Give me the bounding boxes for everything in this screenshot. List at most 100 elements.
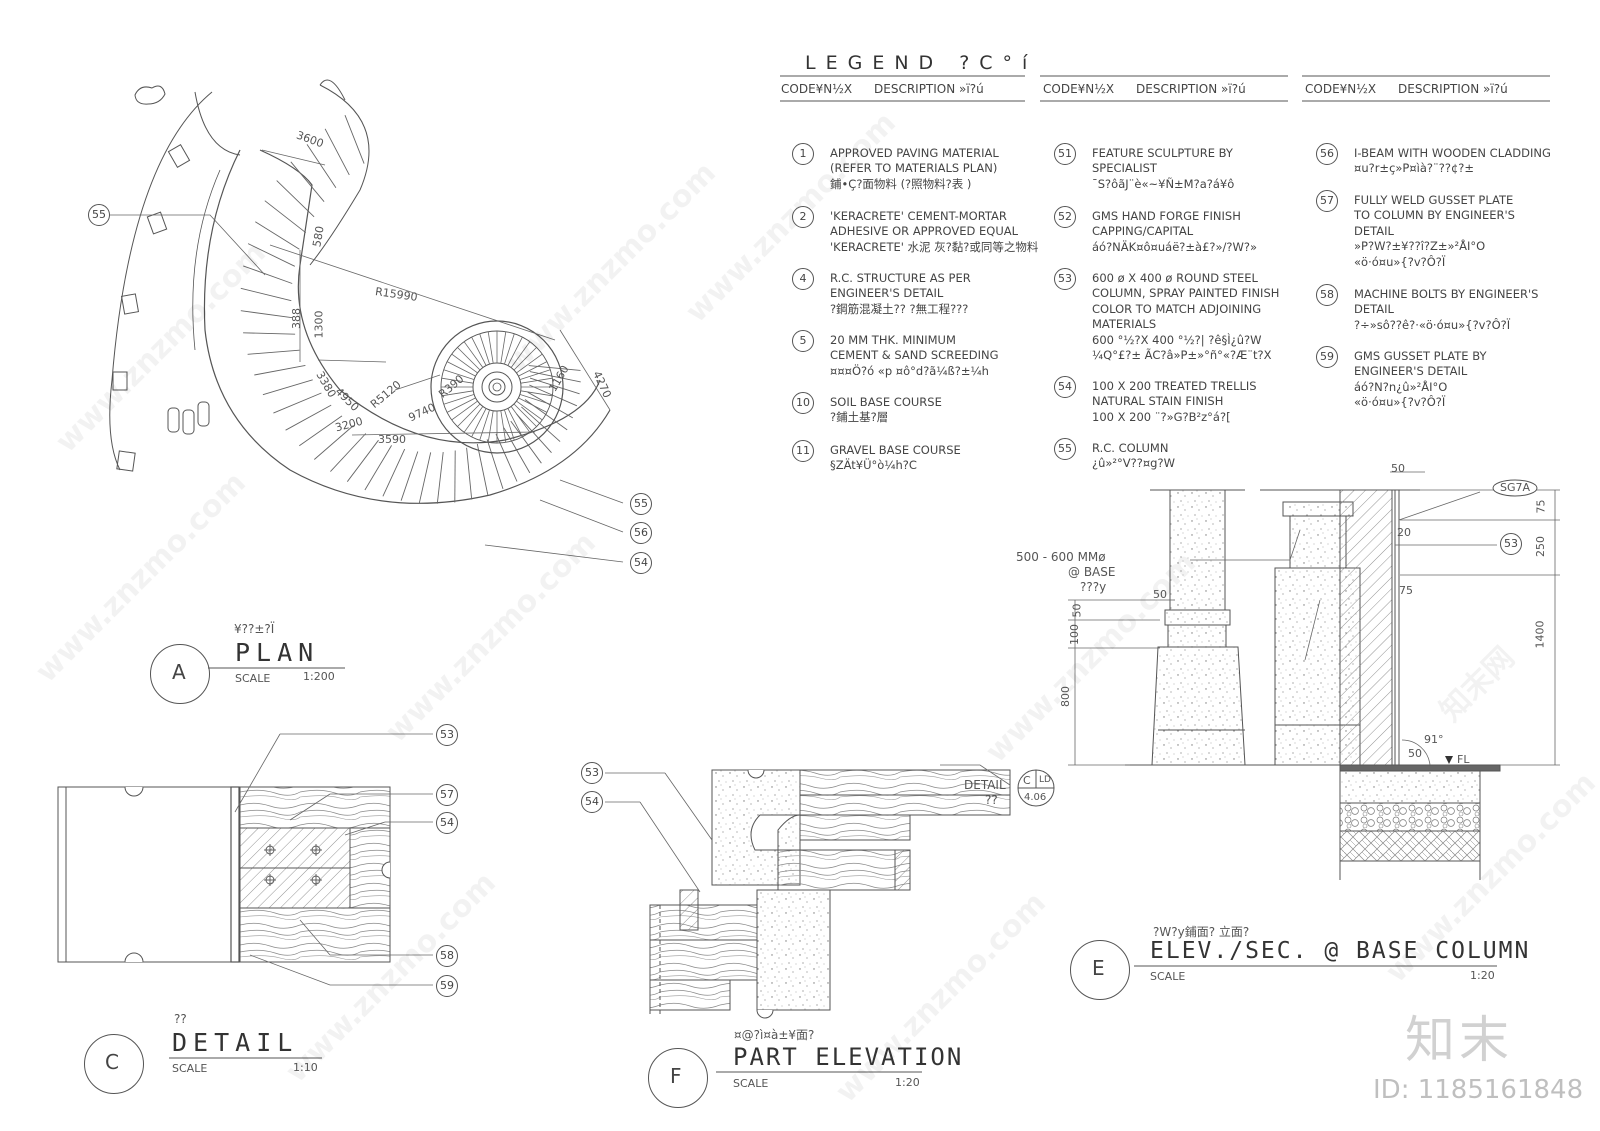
legend-line: ENGINEER'S DETAIL: [1354, 364, 1468, 378]
elev-e-dim-right: 50: [1391, 462, 1405, 475]
plan-hub-spoke: [510, 406, 531, 433]
plan-rafter: [243, 332, 296, 335]
plan-rafter: [466, 447, 473, 500]
legend-line: 鋪•Ç?面物料 (?照物料?表 ): [830, 177, 972, 191]
plan-hub-spoke: [463, 406, 484, 433]
legend-line: 600 ø X 400 ø ROUND STEEL: [1092, 271, 1258, 285]
legend-line: ?÷»sô??ê?·«ö·ó¤u»{?v?Ô?Ï: [1354, 318, 1511, 332]
legend-line: ENGINEER'S DETAIL: [830, 286, 944, 300]
plan-hub-spoke: [446, 397, 476, 413]
title-underlines: [169, 75, 1550, 1073]
elev-e-drawing: [1068, 471, 1560, 880]
plan-dim: 3590: [378, 433, 406, 446]
detail-c-callout: 57: [436, 784, 458, 806]
plan-hub-spoke: [510, 341, 531, 368]
plan-rafter: [262, 379, 313, 396]
legend-line: TO COLUMN BY ENGINEER'S: [1354, 208, 1515, 222]
plan-hub-spoke: [451, 400, 478, 421]
plan-hub-spoke: [446, 361, 476, 377]
plan-rafter: [324, 128, 350, 176]
plan-hub-spoke: [457, 347, 481, 371]
detail-c-callout: 53: [436, 724, 458, 746]
detail-c-callout: 58: [436, 945, 458, 967]
legend-line: CEMENT & SAND SCREEDING: [830, 348, 999, 362]
plan-hub-spoke: [441, 377, 474, 384]
legend-code-circle: 5: [792, 330, 814, 352]
elev-e-dim-left: 100: [1068, 624, 1081, 645]
plan-rafter: [476, 443, 489, 495]
legend-code-circle: 10: [792, 392, 814, 414]
detail-c-drawing: [57, 733, 433, 986]
plan-hub-spoke: [457, 403, 481, 427]
legend-line: 'KERACRETE' CEMENT-MORTAR: [830, 209, 1007, 223]
plan-hub-spoke: [487, 331, 494, 364]
plan-rafter: [290, 161, 325, 202]
plan-rafter: [264, 200, 307, 234]
plan-hub-spoke: [479, 333, 490, 365]
elev-e-dim-right: 250: [1534, 536, 1547, 557]
elev-e-title: ELEV./SEC. @ BASE COLUMN: [1150, 938, 1531, 964]
elev-e-small-dim: 75: [1399, 584, 1413, 597]
detail-c-scale-label: SCALE: [172, 1062, 208, 1075]
elev-e-letter: E: [1092, 956, 1105, 980]
legend-line: CAPPING/CAPITAL: [1092, 224, 1194, 238]
legend-line: SPECIALIST: [1092, 161, 1157, 175]
legend-line: MATERIALS: [1092, 317, 1157, 331]
plan-hub-spoke: [443, 369, 475, 380]
part-f-detail-ref: DETAIL: [964, 778, 1006, 792]
plan-rafter: [247, 349, 300, 355]
legend-code-circle: 51: [1054, 143, 1076, 165]
plan-hub-spoke: [471, 408, 487, 438]
legend-line: ?鋪土基?層: [830, 410, 889, 424]
legend-line: 600 °½?X 400 °½?| ?ê§Ì¿û?W: [1092, 333, 1262, 347]
legend-line: R.C. STRUCTURE AS PER: [830, 271, 971, 285]
plan-rafter: [400, 451, 419, 501]
legend-head-code-1: CODE¥N½X: [781, 82, 853, 96]
elev-e-dim-right: 50: [1408, 747, 1422, 760]
legend-code-circle: 52: [1054, 206, 1076, 228]
legend-line: GRAVEL BASE COURSE: [830, 443, 961, 457]
part-f-title: PART ELEVATION: [733, 1043, 964, 1071]
plan-rafter: [510, 420, 542, 464]
plan-hub-spoke: [500, 331, 507, 364]
plan-hub-spoke: [504, 409, 515, 441]
legend-line: I-BEAM WITH WOODEN CLADDING: [1354, 146, 1551, 160]
plan-rafter: [243, 265, 293, 284]
legend-line: GMS HAND FORGE FINISH: [1092, 209, 1241, 223]
detail-c-letter: C: [105, 1050, 119, 1074]
watermark-logo: 知末: [1405, 1011, 1513, 1069]
plan-title: PLAN: [235, 638, 320, 667]
legend-head-code-3: CODE¥N½X: [1305, 82, 1377, 96]
legend-head-desc-3: DESCRIPTION »ï?ú: [1398, 82, 1508, 96]
plan-rafter: [314, 425, 354, 460]
elev-e-chinese-title: ?W?y鋪面? 立面?: [1153, 925, 1250, 939]
plan-rafter: [254, 364, 306, 376]
plan-hub-spoke: [513, 347, 537, 371]
plan-rafter: [285, 404, 332, 431]
legend-line: ?鋼筋混凝土?? ?無工程???: [830, 302, 969, 316]
part-f-drawing: [605, 764, 1055, 1019]
plan-scale-label: SCALE: [235, 672, 271, 685]
legend-line: (REFER TO MATERIALS PLAN): [830, 161, 998, 175]
plan-rafter: [273, 392, 322, 414]
plan-hub-spoke: [471, 336, 487, 366]
plan-hub-spoke: [451, 353, 478, 374]
part-f-ref-num: 4.06: [1024, 792, 1047, 803]
legend-line: NATURAL STAIN FINISH: [1092, 394, 1224, 408]
plan-hub-spoke: [513, 403, 537, 427]
legend-head-desc-2: DESCRIPTION »ï?ú: [1136, 82, 1246, 96]
plan-rafter: [299, 415, 343, 447]
plan-rafter: [276, 180, 315, 218]
elev-e-dim-left: 800: [1059, 686, 1072, 707]
legend-line: ¤¤¤Ö?ó «p ¤ô°d?ã¼ß?±¼h: [830, 364, 989, 378]
elev-e-base-note: 500 - 600 MMø: [1016, 550, 1106, 564]
plan-scale: 1:200: [303, 670, 335, 683]
legend-line: 100 X 200 TREATED TRELLIS: [1092, 379, 1257, 393]
plan-hub-spoke: [443, 394, 475, 405]
plan-rafter: [521, 406, 561, 442]
legend-code-circle: 57: [1316, 190, 1338, 212]
legend-line: áó?N?n¿û»²ÅI°O: [1354, 380, 1448, 394]
part-f-view-circle: [648, 1048, 708, 1108]
plan-chinese-title: ¥??±?Ï: [234, 622, 275, 636]
elev-e-dim-right: 75: [1534, 499, 1548, 514]
